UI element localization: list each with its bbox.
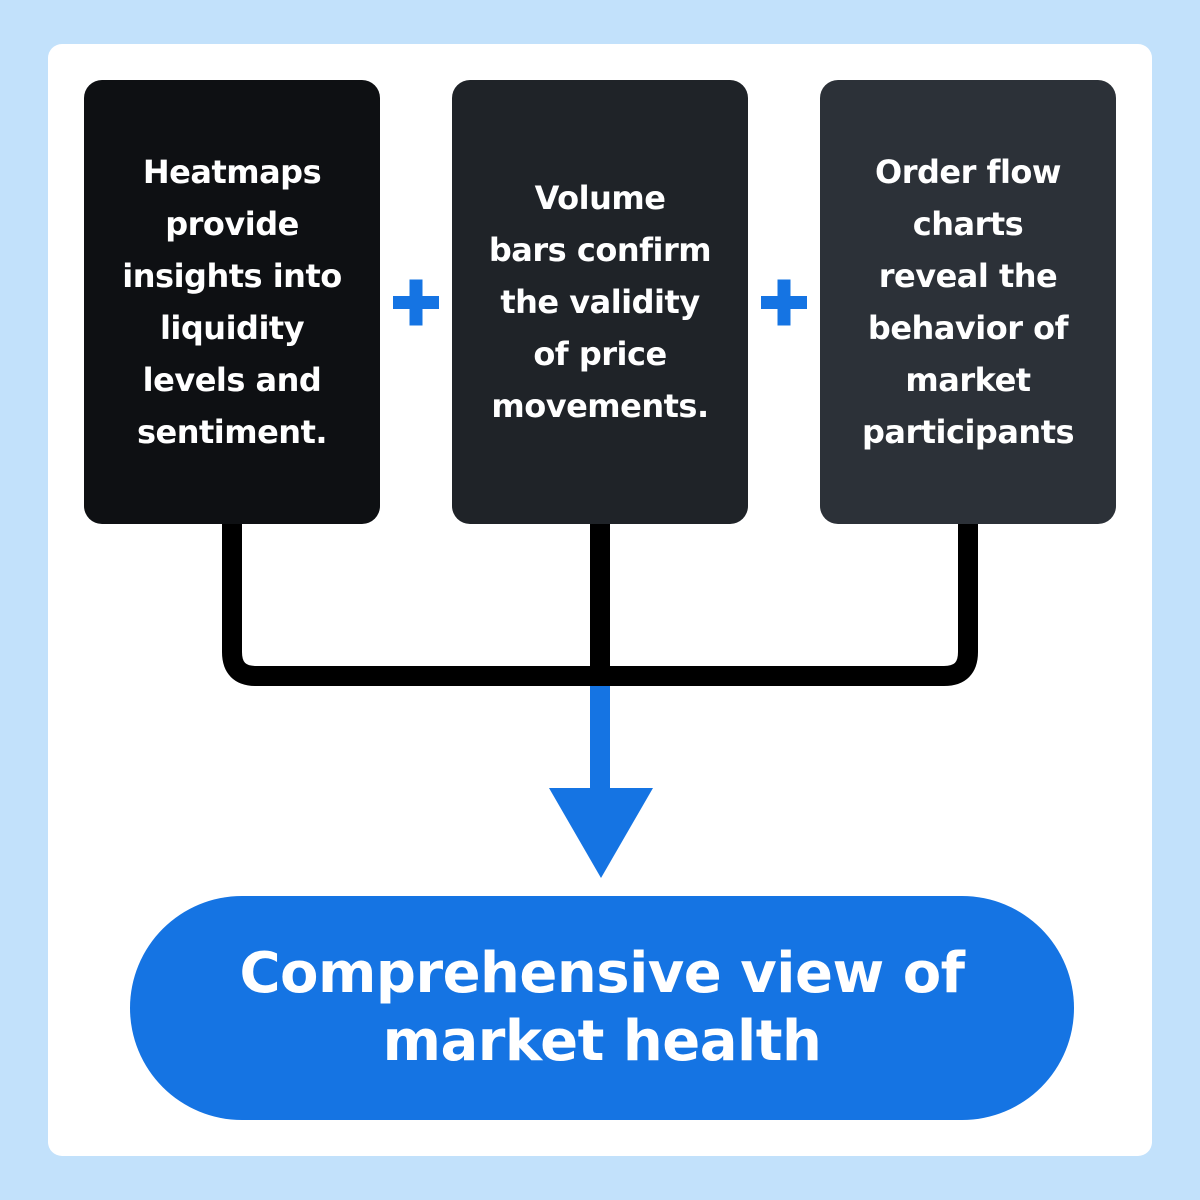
result-pill: Comprehensive view of market health <box>130 896 1074 1120</box>
heatmaps-box: Heatmaps provide insights into liquidity… <box>84 80 380 524</box>
plus-icon-1 <box>393 279 439 326</box>
result-text: Comprehensive view of market health <box>239 941 965 1074</box>
volume-bars-box: Volume bars confirm the validity of pric… <box>452 80 748 524</box>
arrow-stem <box>590 660 610 795</box>
order-flow-text: Order flow charts reveal the behavior of… <box>861 153 1075 451</box>
volume-bars-text: Volume bars confirm the validity of pric… <box>488 179 712 425</box>
order-flow-box: Order flow charts reveal the behavior of… <box>820 80 1116 524</box>
plus-icon-2 <box>761 279 807 326</box>
heatmaps-text: Heatmaps provide insights into liquidity… <box>122 153 342 451</box>
arrow-down-icon <box>549 788 653 878</box>
